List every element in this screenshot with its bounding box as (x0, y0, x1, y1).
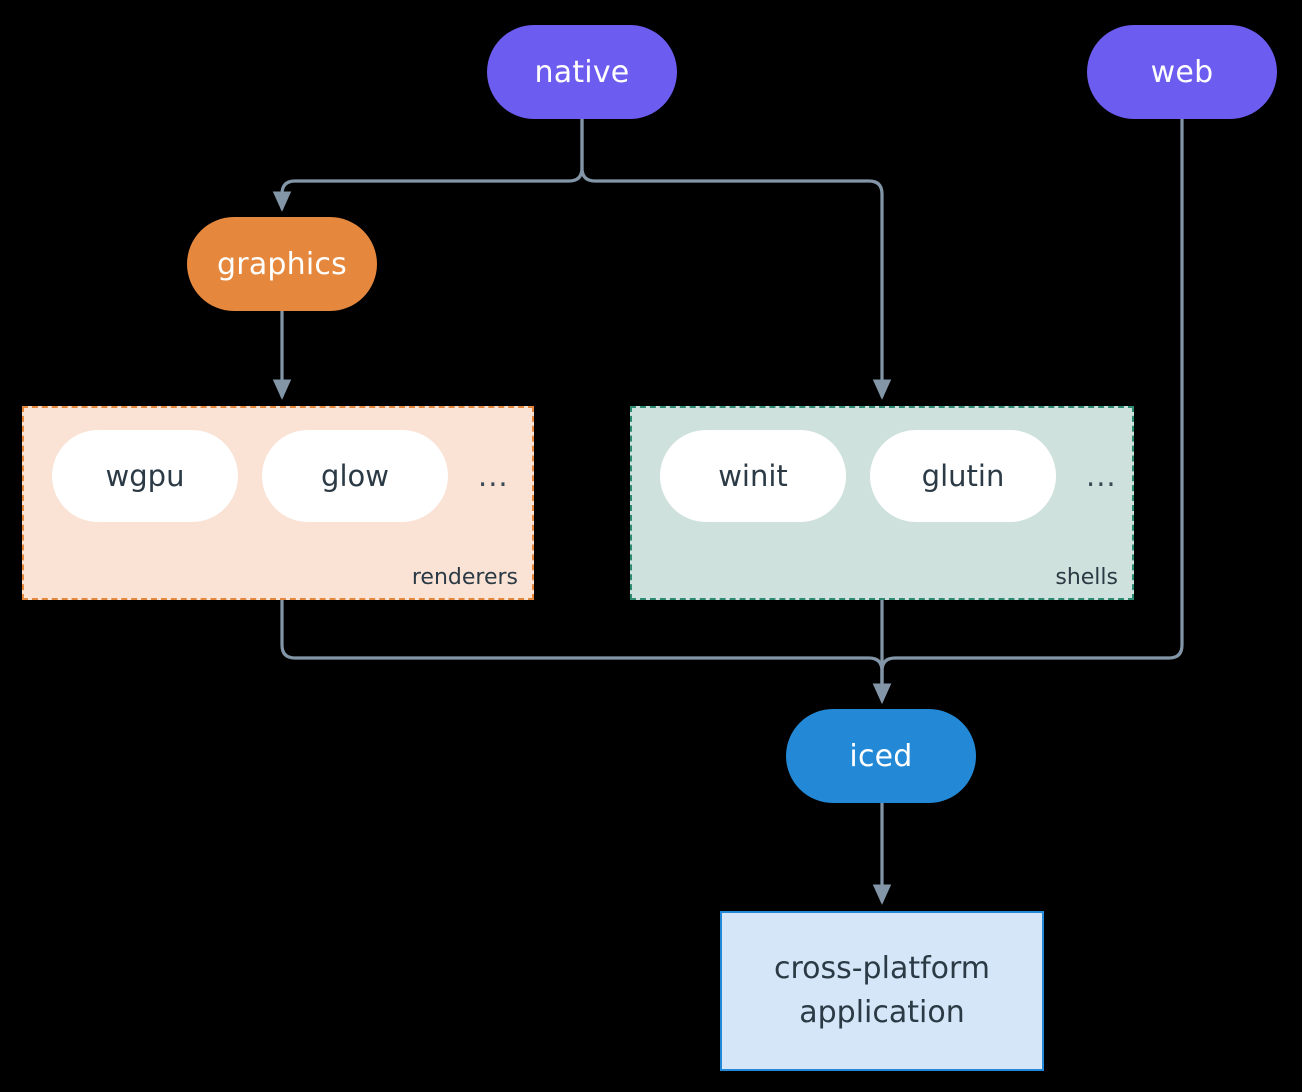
edge-native-to-graphics (272, 117, 584, 212)
node-web-label: web (1150, 54, 1214, 90)
node-graphics[interactable]: graphics (187, 217, 377, 311)
node-web[interactable]: web (1087, 25, 1277, 119)
application-label-line2: application (799, 995, 965, 1030)
group-renderers: wgpu glow ... renderers (22, 406, 534, 600)
application-label-line1: cross-platform (773, 950, 991, 986)
edge-native-to-shells (580, 117, 892, 400)
item-winit[interactable]: winit (660, 430, 846, 522)
item-glow-label: glow (321, 459, 389, 493)
shells-ellipsis: ... (1086, 459, 1117, 493)
group-renderers-items: wgpu glow ... (52, 430, 509, 522)
item-wgpu[interactable]: wgpu (52, 430, 238, 522)
node-cross-platform-application[interactable]: cross-platform application (720, 911, 1044, 1071)
item-winit-label: winit (718, 459, 788, 493)
group-shells-label: shells (1055, 565, 1118, 590)
group-shells-items: winit glutin ... (660, 430, 1117, 522)
item-glow[interactable]: glow (262, 430, 448, 522)
node-graphics-label: graphics (217, 246, 347, 282)
node-native[interactable]: native (487, 25, 677, 119)
group-renderers-label: renderers (411, 565, 518, 590)
item-glutin[interactable]: glutin (870, 430, 1056, 522)
node-native-label: native (534, 54, 630, 90)
edge-renderers-to-iced (280, 598, 892, 704)
node-iced-label: iced (849, 738, 913, 774)
renderers-ellipsis: ... (478, 459, 509, 493)
node-iced[interactable]: iced (786, 709, 976, 803)
edge-web-to-iced (872, 117, 1184, 704)
item-wgpu-label: wgpu (105, 459, 185, 493)
group-shells: winit glutin ... shells (630, 406, 1134, 600)
item-glutin-label: glutin (921, 459, 1005, 493)
